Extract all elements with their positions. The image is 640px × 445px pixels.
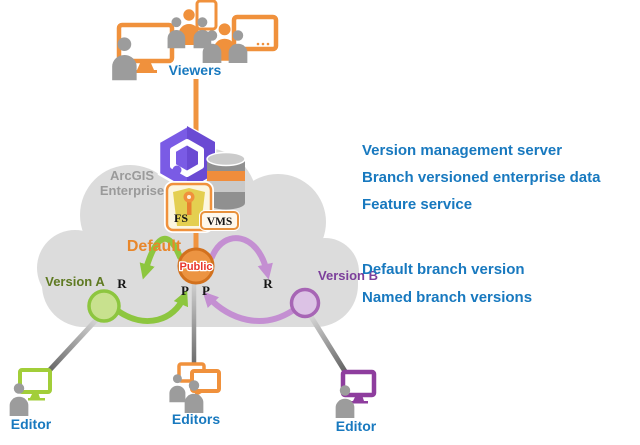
default-public-node xyxy=(177,247,215,285)
platform-label-line2: Enterprise xyxy=(100,183,164,198)
feature-service-abbr-label: FS xyxy=(174,211,188,225)
legend-item-feature-service: Feature service xyxy=(362,196,472,213)
viewers-label: Viewers xyxy=(169,62,222,78)
post-label-right: P xyxy=(202,283,210,298)
editor-left-label: Editor xyxy=(11,416,52,432)
version-b-label: Version B xyxy=(318,268,378,283)
reconcile-label-right: R xyxy=(263,276,273,291)
default-branch-label: Default xyxy=(127,238,182,255)
vms-badge: VMS xyxy=(199,210,240,231)
post-label-left: P xyxy=(181,283,189,298)
public-label: Public xyxy=(179,261,212,273)
editors-middle-label: Editors xyxy=(172,411,220,427)
vms-abbr-label: VMS xyxy=(207,216,233,228)
monitor-icon xyxy=(18,368,52,401)
version-a-node xyxy=(87,289,121,323)
legend-item-branch-versioned-data: Branch versioned enterprise data xyxy=(362,169,601,186)
version-a-label: Version A xyxy=(45,274,105,289)
legend-item-version-management-server: Version management server xyxy=(362,142,562,159)
post-arrow-version-b xyxy=(202,291,295,324)
version-management-server-icon xyxy=(157,124,217,192)
person-icon xyxy=(167,17,186,49)
reconcile-label-left: R xyxy=(117,276,127,291)
legend-item-default-branch-version: Default branch version xyxy=(362,261,525,278)
platform-label-line1: ArcGIS xyxy=(110,168,154,183)
connector-version-a-editor xyxy=(44,316,100,376)
monitor-icon xyxy=(340,369,377,404)
viewers-group: Viewers xyxy=(112,0,279,81)
post-arrow-version-a xyxy=(115,289,189,324)
version-b-node xyxy=(289,287,321,319)
reconcile-arrow-version-a xyxy=(139,235,183,280)
enterprise-geodatabase-icon xyxy=(206,151,246,210)
legend-item-named-branch-versions: Named branch versions xyxy=(362,289,532,306)
editor-right-group: Editor xyxy=(335,369,377,434)
connector-version-b-editor xyxy=(307,313,349,375)
reconcile-arrow-version-b xyxy=(209,235,273,280)
editor-right-label: Editor xyxy=(336,418,377,434)
legend: Version management server Branch version… xyxy=(362,142,601,306)
editors-middle-group: Editors xyxy=(169,362,221,427)
editor-left-group: Editor xyxy=(9,368,52,432)
